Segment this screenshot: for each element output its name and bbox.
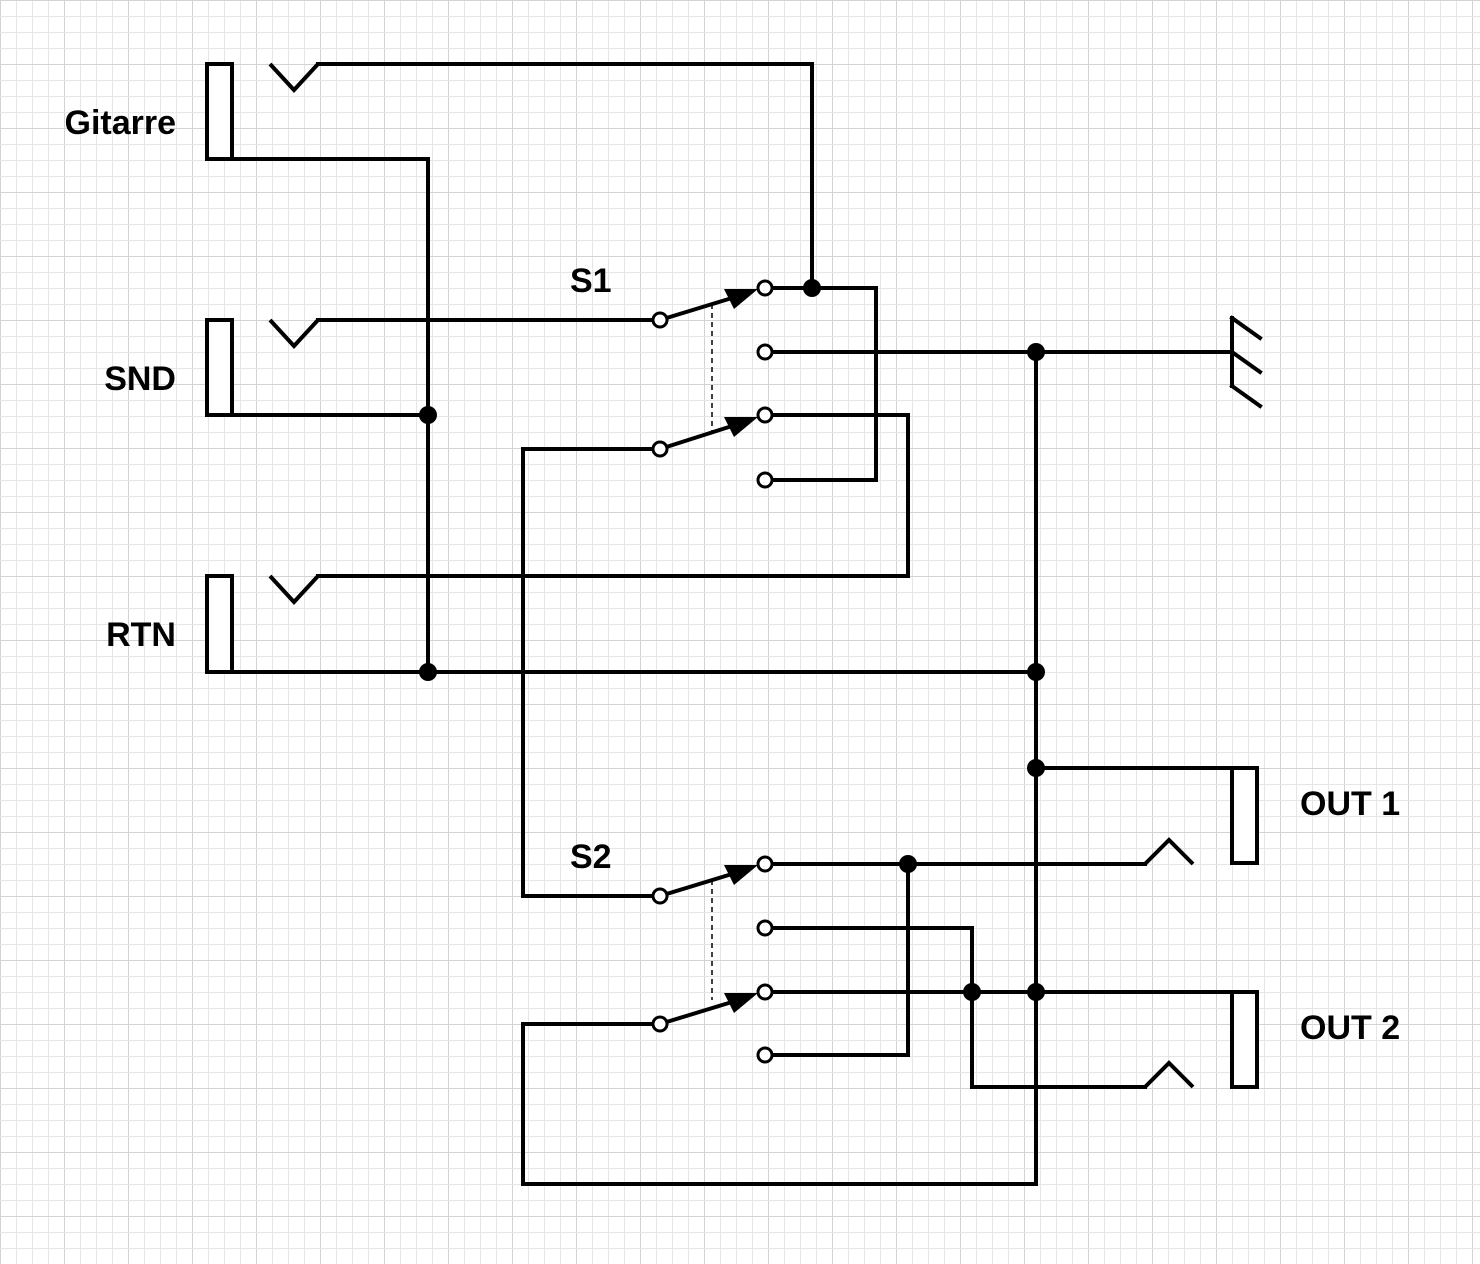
junction-ground-out1	[1027, 759, 1045, 777]
s1-terminal-3	[756, 406, 774, 424]
label-return: RTN	[106, 616, 176, 654]
wire-s1-to-s2	[521, 447, 662, 898]
wire-return-tip	[316, 413, 910, 578]
jack-guitar-body	[205, 62, 234, 161]
jack-return-body	[205, 574, 234, 674]
label-out2: OUT 2	[1300, 1009, 1400, 1047]
jack-out1-body	[1230, 766, 1259, 865]
s2-lever-lower	[659, 1000, 733, 1026]
s2-terminal-4	[756, 1046, 774, 1064]
junction-ground-rtn	[1027, 663, 1045, 681]
s2-terminal-pole-lower	[651, 1015, 669, 1033]
jack-out2-body	[1230, 990, 1259, 1089]
jack-out1-tip	[1143, 837, 1195, 866]
switch-s1	[651, 279, 774, 489]
s1-terminal-2	[756, 343, 774, 361]
s1-arrow-lower	[724, 417, 758, 437]
wire-s2-link-a	[763, 862, 910, 1057]
jack-send-tip	[268, 318, 320, 349]
ground-hatch-3	[1229, 383, 1263, 409]
wire-guitar-sleeve	[230, 157, 430, 674]
s1-terminal-pole-lower	[651, 440, 669, 458]
s2-terminal-pole-upper	[651, 887, 669, 905]
label-out1: OUT 1	[1300, 785, 1400, 823]
label-guitar: Gitarre	[65, 104, 177, 142]
jack-send-body	[205, 318, 234, 417]
s2-terminal-3	[756, 983, 774, 1001]
s1-lever-lower	[659, 424, 733, 451]
jack-out1	[1143, 766, 1259, 866]
chassis-ground-icon	[1229, 315, 1263, 409]
ground-hatch-1	[1229, 315, 1263, 341]
junction-ground-out2	[1027, 983, 1045, 1001]
label-send: SND	[104, 360, 176, 398]
jack-out2	[1143, 990, 1259, 1089]
s2-arrow-upper	[724, 865, 758, 885]
ground-hatch-2	[1229, 349, 1263, 375]
s1-terminal-1	[756, 279, 774, 297]
jack-guitar-tip	[268, 62, 320, 93]
s1-arrow-upper	[724, 289, 758, 309]
s2-terminal-2	[756, 919, 774, 937]
label-switch-s1: S1	[570, 262, 612, 300]
junction-s1-common	[803, 279, 821, 297]
jack-guitar	[205, 62, 320, 161]
jack-out2-tip	[1143, 1060, 1195, 1089]
s1-terminal-4	[756, 471, 774, 489]
s2-terminal-1	[756, 855, 774, 873]
junction-ground-top	[1027, 343, 1045, 361]
wires	[230, 62, 1234, 1186]
switch-s2	[651, 855, 774, 1064]
jack-return-tip	[268, 574, 320, 605]
wire-s2-loop	[521, 1022, 1038, 1186]
jack-send	[205, 318, 320, 417]
s1-lever-upper	[659, 296, 733, 322]
jack-return	[205, 574, 320, 674]
labels: Gitarre SND RTN S1 S2 OUT 1 OUT 2	[65, 104, 1401, 1047]
junctions	[419, 279, 1045, 1001]
junction-s2-out1	[899, 855, 917, 873]
s2-arrow-lower	[724, 993, 758, 1013]
junction-snd-sleeve	[419, 406, 437, 424]
wire-out2-tip	[763, 926, 1147, 1089]
s2-lever-upper	[659, 872, 733, 898]
wire-guitar-tip	[316, 62, 814, 290]
junction-rtn-sleeve	[419, 663, 437, 681]
s1-terminal-pole-upper	[651, 311, 669, 329]
junction-s2-out2	[963, 983, 981, 1001]
label-switch-s2: S2	[570, 838, 612, 876]
